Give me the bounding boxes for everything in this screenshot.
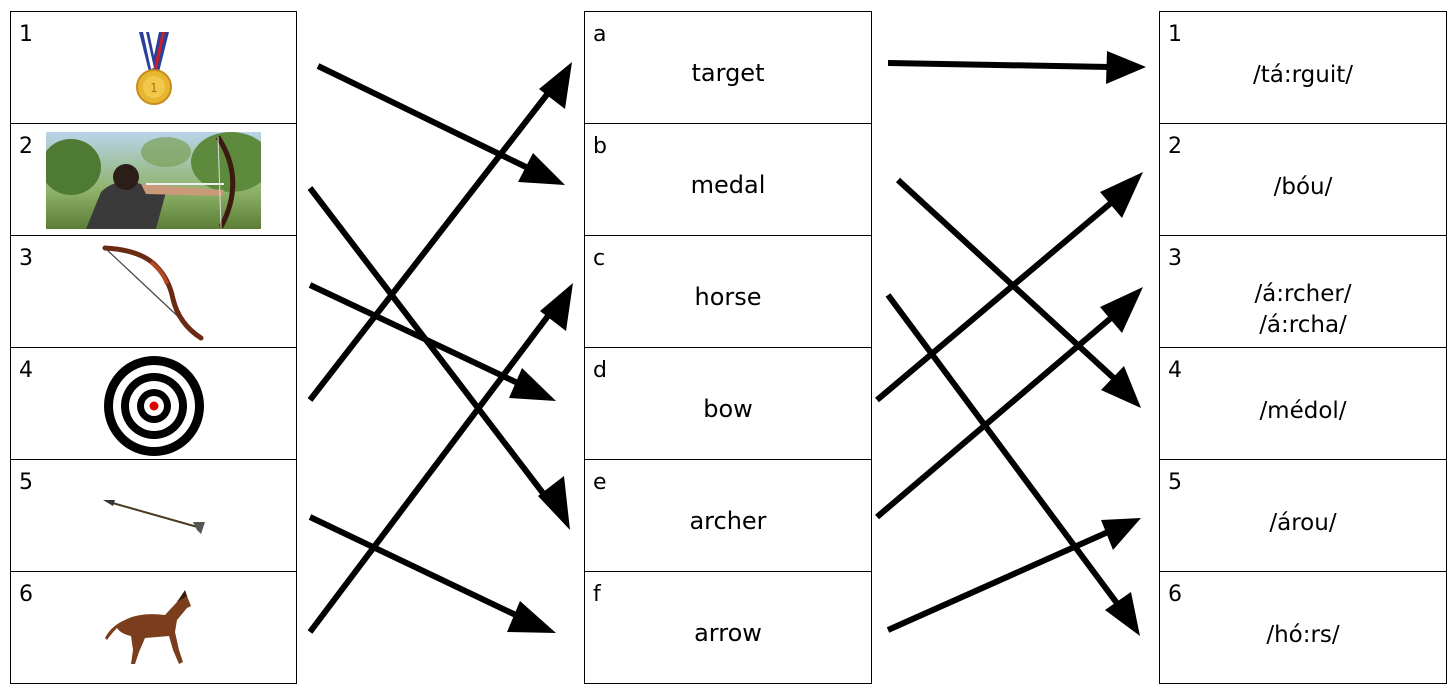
word-letter: d <box>593 358 607 383</box>
word-to-phonetic-arrowheads <box>1100 51 1146 636</box>
target-icon <box>104 356 204 456</box>
phonetic-number: 3 <box>1168 246 1182 271</box>
horse-icon <box>105 590 191 664</box>
arrowhead <box>1100 287 1143 333</box>
pictures-column: 1 1 2 <box>10 11 297 684</box>
phonetic-cell-6: 6 /hó:rs/ <box>1159 572 1447 684</box>
arrow-1-to-b <box>316 63 530 171</box>
arrow-f-to-5 <box>886 529 1110 633</box>
phonetic-text: /hó:rs/ <box>1266 622 1340 648</box>
word-text: medal <box>690 171 766 199</box>
picture-number: 3 <box>19 246 33 271</box>
picture-number: 4 <box>19 358 33 383</box>
bow-icon <box>102 245 204 341</box>
arrow-4-to-a <box>307 86 555 402</box>
word-text: horse <box>694 283 762 311</box>
phonetics-column: 1 /tá:rguit/ 2 /bóu/ 3 /á:rcher/ /á:rcha… <box>1159 11 1447 684</box>
picture-cell-1: 1 1 <box>10 11 297 124</box>
arrow-icon <box>103 500 205 534</box>
arrowhead <box>539 62 572 109</box>
word-letter: e <box>593 470 607 495</box>
picture-to-word-arrowheads <box>507 62 573 633</box>
phonetic-text: /médol/ <box>1259 398 1347 424</box>
picture-cell-3: 3 <box>10 236 297 348</box>
words-column: a target b medal c horse d bow e archer … <box>584 11 872 684</box>
phonetic-cell-3: 3 /á:rcher/ /á:rcha/ <box>1159 236 1447 348</box>
phonetic-number: 1 <box>1168 22 1182 47</box>
picture-cell-4: 4 <box>10 348 297 460</box>
arrowhead <box>1100 172 1143 218</box>
phonetic-cell-1: 1 /tá:rguit/ <box>1159 11 1447 124</box>
word-text: bow <box>703 395 753 423</box>
phonetic-cell-2: 2 /bóu/ <box>1159 124 1447 236</box>
arrowhead <box>1101 366 1141 408</box>
word-cell-a: a target <box>584 11 872 124</box>
arrowhead <box>540 283 573 331</box>
phonetic-cell-4: 4 /médol/ <box>1159 348 1447 460</box>
phonetic-cell-5: 5 /árou/ <box>1159 460 1447 572</box>
picture-cell-5: 5 <box>10 460 297 572</box>
phonetic-text: /árou/ <box>1269 510 1337 536</box>
word-letter: b <box>593 134 607 159</box>
picture-number: 5 <box>19 470 33 495</box>
word-to-phonetic-arrows <box>875 60 1125 633</box>
picture-number: 1 <box>19 22 33 47</box>
arrow-3-to-d <box>308 282 524 388</box>
picture-number: 2 <box>19 134 33 159</box>
medal-icon: 1 <box>136 32 172 105</box>
svg-text:1: 1 <box>150 81 158 95</box>
picture-cell-2: 2 <box>10 124 297 236</box>
word-text: target <box>691 59 765 87</box>
arrow-d-to-2 <box>875 194 1120 403</box>
phonetic-number: 6 <box>1168 582 1182 607</box>
arrow-b-to-4 <box>895 177 1121 385</box>
phonetic-text: /á:rcher/ /á:rcha/ <box>1254 281 1352 338</box>
word-letter: f <box>593 582 601 607</box>
picture-number: 6 <box>19 582 33 607</box>
word-letter: c <box>593 246 606 271</box>
arrow-5-to-f <box>308 514 522 620</box>
phonetic-text: /tá:rguit/ <box>1253 62 1353 88</box>
arrowhead <box>507 601 556 633</box>
phonetic-number: 2 <box>1168 134 1182 159</box>
word-cell-d: d bow <box>584 348 872 460</box>
word-text: archer <box>689 507 767 535</box>
picture-to-word-arrows <box>307 63 557 634</box>
word-cell-c: c horse <box>584 236 872 348</box>
arrowhead <box>1105 592 1140 636</box>
word-letter: a <box>593 22 607 47</box>
arrowhead <box>518 153 565 185</box>
arrowhead <box>1101 518 1141 550</box>
picture-cell-6: 6 <box>10 572 297 684</box>
arrow-c-to-6 <box>885 293 1125 612</box>
phonetic-number: 5 <box>1168 470 1182 495</box>
arrow-a-to-1 <box>887 60 1111 70</box>
arrow-6-to-c <box>307 306 557 634</box>
arrow-e-to-3 <box>875 309 1120 520</box>
arrowhead <box>509 368 556 401</box>
archer-photo <box>46 132 261 229</box>
arrowhead <box>1106 51 1146 84</box>
arrowhead <box>538 476 570 530</box>
word-cell-f: f arrow <box>584 572 872 684</box>
word-cell-e: e archer <box>584 460 872 572</box>
arrow-2-to-e <box>307 186 555 507</box>
phonetic-text: /bóu/ <box>1273 174 1333 200</box>
phonetic-number: 4 <box>1168 358 1182 383</box>
word-text: arrow <box>694 619 762 647</box>
word-cell-b: b medal <box>584 124 872 236</box>
